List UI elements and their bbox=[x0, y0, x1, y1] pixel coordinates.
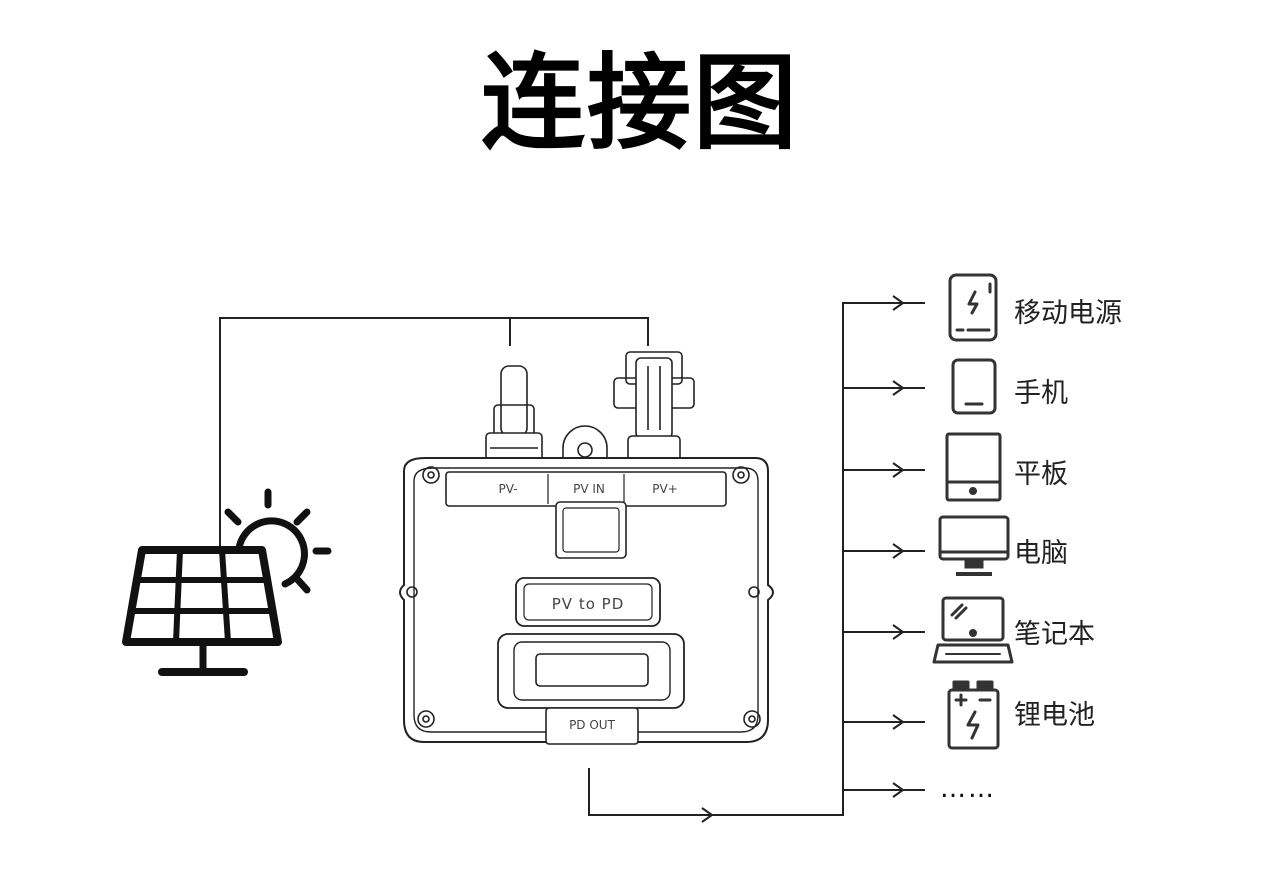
tablet-icon bbox=[945, 432, 1002, 502]
port-label-pd-out: PD OUT bbox=[569, 718, 616, 732]
device-label-tablet: 平板 bbox=[1014, 459, 1068, 490]
port-label-pv-plus: PV+ bbox=[652, 482, 678, 496]
pv-to-pd-controller bbox=[399, 351, 774, 745]
desktop-monitor-icon bbox=[938, 515, 1010, 576]
lithium-battery-icon bbox=[947, 680, 1000, 750]
pv-plus-connector bbox=[613, 351, 695, 465]
laptop-icon bbox=[932, 596, 1014, 664]
mounting-screws bbox=[406, 466, 761, 728]
device-label-lithium-battery: 锂电池 bbox=[1014, 700, 1095, 731]
pv-in-tab bbox=[562, 425, 608, 462]
sun-icon bbox=[224, 488, 332, 594]
device-label-laptop: 笔记本 bbox=[1014, 619, 1095, 650]
port-label-pv-minus: PV- bbox=[498, 482, 517, 496]
device-label-power-bank: 移动电源 bbox=[1014, 298, 1122, 329]
solar-panel-icon bbox=[122, 488, 332, 676]
page-title: 连接图 bbox=[480, 42, 799, 164]
device-label-computer: 电脑 bbox=[1014, 538, 1068, 569]
pv-minus-connector bbox=[485, 365, 543, 464]
power-bank-icon bbox=[948, 273, 998, 342]
input-wiring bbox=[219, 317, 649, 548]
output-wiring bbox=[588, 295, 925, 823]
name-plate-label: PV to PD bbox=[552, 595, 625, 613]
device-label-phone: 手机 bbox=[1014, 378, 1068, 409]
port-label-pv-in: PV IN bbox=[573, 482, 605, 496]
more-devices-ellipsis: …… bbox=[940, 774, 996, 804]
phone-icon bbox=[951, 358, 997, 415]
arrowheads bbox=[701, 295, 905, 823]
